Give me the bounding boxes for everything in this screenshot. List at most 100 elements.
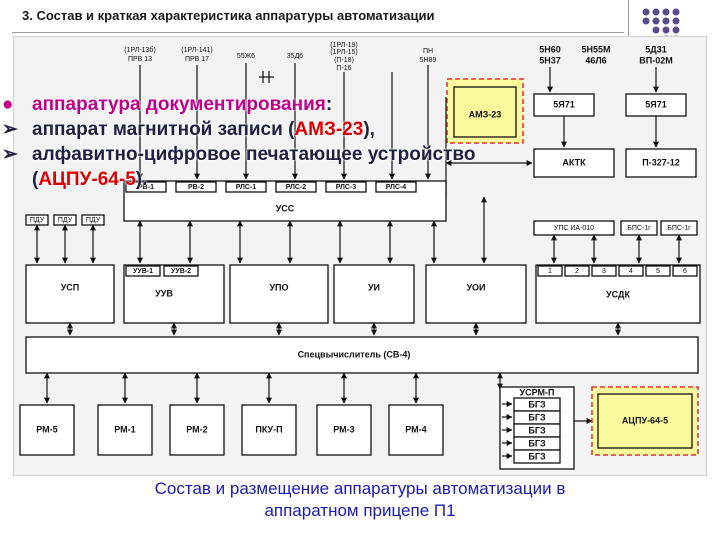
block-5ya71-right-label: 5Я71 [645, 99, 667, 109]
block-rm3-label: РМ-3 [333, 424, 354, 434]
top-label-15: 5Н55М [581, 44, 610, 54]
block-uuv-label: УУВ [155, 288, 173, 298]
bgz-4: БГЗ [528, 438, 546, 448]
block-acpu [597, 393, 693, 449]
sv4-connectors [67, 322, 621, 336]
block-ups-ia-label: УПС ИА-010 [554, 225, 594, 232]
rv-rls-row: РВ-1 РВ-2 РЛС-1 РЛС-2 РЛС-3 РЛС-4 [125, 181, 417, 193]
pdu-group: ПДУ ПДУ ПДУ [25, 214, 105, 226]
block-bps-2-label: БПС-1г [667, 225, 691, 232]
corner-divider [628, 0, 629, 36]
automation-block-diagram: .bx{fill:#ffffff;stroke:#111;stroke-widt… [13, 36, 707, 476]
title-divider [12, 32, 624, 33]
arrow-bullet-icon: ➢ [2, 119, 18, 140]
caption-line-1: Состав и размещение аппаратуры автоматиз… [154, 479, 566, 498]
top-label-10: П-16 [336, 65, 351, 72]
arrow-bullet-icon: ➢ [2, 144, 18, 165]
top-label-1: (1РЛ-13б) [124, 46, 156, 54]
bullet-1-tail: : [325, 94, 333, 115]
usdk-port-3: 3 [602, 268, 606, 275]
usdk-port-5: 5 [656, 268, 660, 275]
block-rls4-label: РЛС-4 [386, 184, 407, 191]
bullet-item-3: ➢ алфавитно-цифровое печатающее устройст… [0, 142, 640, 167]
bgz-2: БГЗ [528, 412, 546, 422]
top-label-11: ПН [423, 48, 433, 55]
bgz-stack: БГЗ БГЗ БГЗ БГЗ БГЗ [513, 397, 561, 464]
pdu-1-label: ПДУ [30, 217, 45, 224]
row2-connectors [34, 196, 682, 264]
bullet-item-1: ● аппаратура документирования: [0, 92, 640, 117]
usdk-port-1: 1 [548, 268, 552, 275]
block-bps-1-label: БПС-1г [627, 225, 651, 232]
top-label-14: 5Н37 [539, 55, 561, 65]
top-label-5: 55Ж6 [237, 53, 255, 60]
bullet-4-open: ( [32, 169, 39, 190]
block-upo-label: УПО [269, 282, 288, 292]
block-rls2-label: РЛС-2 [286, 184, 307, 191]
bgz-1: БГЗ [528, 399, 546, 409]
top-label-16: 46Л6 [585, 55, 606, 65]
block-uoi [425, 264, 527, 324]
block-uuv2 [163, 265, 199, 277]
bgz-left-arrows [502, 401, 513, 459]
pdu-3-label: ПДУ [86, 217, 101, 224]
block-rm1-label: РМ-1 [114, 424, 135, 434]
caption-line-2: аппаратном прицепе П1 [264, 501, 456, 520]
block-5ya71-left-label: 5Я71 [553, 99, 575, 109]
top-label-17: 5Д31 [645, 44, 666, 54]
top-label-3: (1РЛ-141) [181, 47, 212, 54]
block-rls1-label: РЛС-1 [236, 184, 257, 191]
block-uuv2-label: УУВ-2 [171, 268, 191, 275]
top-label-18: ВП-02М [639, 55, 672, 65]
block-aktk [533, 148, 615, 178]
bullet-item-4: (АЦПУ-64-5). [0, 167, 640, 192]
block-uoi-label: УОИ [467, 282, 486, 292]
usdk-port-6: 6 [683, 268, 687, 275]
block-ui [333, 264, 415, 324]
circle-bullet-icon: ● [2, 94, 14, 115]
block-ups-ia [533, 220, 615, 236]
top-input-labels: (1РЛ-13б) ПРВ 13 (1РЛ-141) ПРВ 17 55Ж6 3… [124, 42, 673, 72]
block-rm1 [97, 404, 153, 456]
block-rv2-label: РВ-2 [188, 184, 204, 191]
bullet-list: ● аппаратура документирования: ➢ аппарат… [0, 92, 640, 192]
input-lines [137, 63, 659, 180]
block-p327 [625, 148, 697, 178]
block-rls3-label: РЛС-3 [336, 184, 357, 191]
usdk-port-2: 2 [575, 268, 579, 275]
block-rm4 [388, 404, 444, 456]
bgz-3: БГЗ [528, 425, 546, 435]
block-usdk-label: УСДК [606, 289, 630, 299]
block-rm5-label: РМ-5 [36, 424, 57, 434]
bottom-connectors [44, 372, 593, 424]
bullet-4-close: ). [135, 169, 148, 190]
block-rm2 [169, 404, 225, 456]
usdk-port-4: 4 [629, 268, 633, 275]
bullet-item-2: ➢ аппарат магнитной записи (АМЗ-23), [0, 117, 640, 142]
top-label-2: ПРВ 13 [128, 56, 152, 63]
top-label-9: (П-18) [334, 57, 354, 64]
bullet-2-highlight: АМЗ-23 [294, 119, 364, 140]
block-uuv1-label: УУВ-1 [133, 268, 153, 275]
block-acpu-label: АЦПУ-64-5 [622, 415, 668, 425]
top-label-13: 5Н60 [539, 44, 561, 54]
block-rm3 [316, 404, 372, 456]
block-upo [229, 264, 329, 324]
ams-block [453, 86, 517, 138]
block-sv4 [25, 336, 699, 374]
block-usrm-p-label: УСРМ-П [520, 387, 555, 397]
bullet-3-text: алфавитно-цифровое печатающее устройство [32, 144, 476, 165]
block-ui-label: УИ [368, 282, 380, 292]
usdk-ports: 1 2 3 4 5 6 [537, 265, 698, 277]
block-rv1-label: РВ-1 [138, 184, 154, 191]
figure-caption: Состав и размещение аппаратуры автоматиз… [40, 478, 680, 522]
block-rm5 [19, 404, 75, 456]
top-label-8: (1РЛ-15) [330, 49, 358, 56]
top-label-4: ПРВ 17 [185, 56, 209, 63]
block-pku-p [241, 404, 297, 456]
bullet-2-tail: ), [363, 119, 375, 140]
block-usp-label: УСП [61, 282, 80, 292]
bullet-4-highlight: АЦПУ-64-5 [38, 169, 136, 190]
block-uuv1 [125, 265, 161, 277]
block-sv4-label: Спецвычислитель (СВ-4) [298, 349, 411, 359]
